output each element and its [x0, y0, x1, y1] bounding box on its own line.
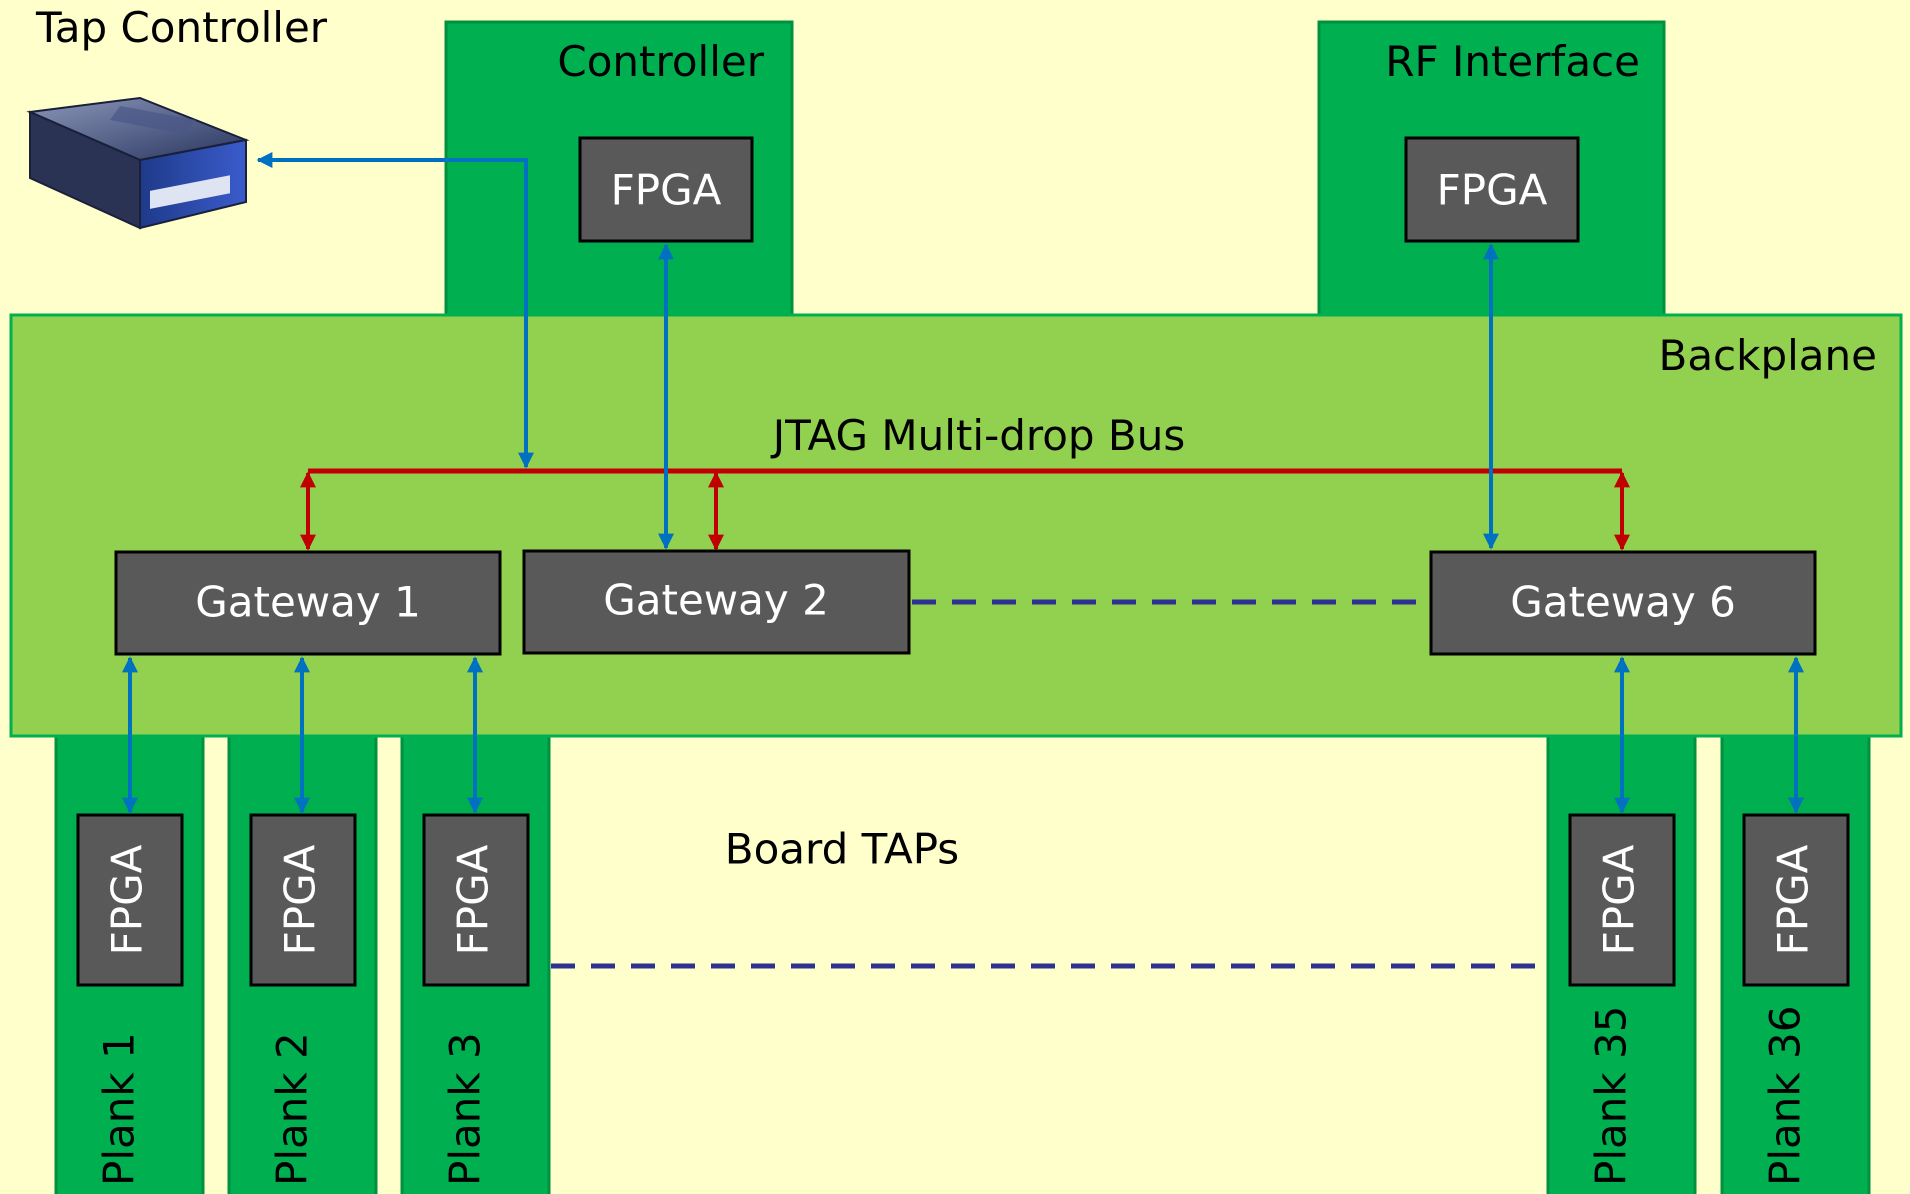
plank-1-fpga-chip [76, 813, 184, 987]
gateway-1-label: Gateway 1 [195, 578, 421, 627]
tap-controller-device-icon [26, 96, 250, 230]
plank-35-fpga-label: FPGA [1595, 844, 1644, 955]
controller-fpga-label: FPGA [611, 166, 722, 215]
controller-label: Controller [557, 37, 764, 86]
rf-interface-fpga-label: FPGA [1437, 166, 1548, 215]
plank-3-fpga-label: FPGA [449, 844, 498, 955]
plank-3-fpga-chip [422, 813, 530, 987]
gateway-2-label: Gateway 2 [603, 576, 829, 625]
plank-2-fpga-label: FPGA [276, 844, 325, 955]
plank-2-fpga-chip [249, 813, 357, 987]
plank-1-fpga-label: FPGA [103, 844, 152, 955]
controller-fpga-chip [578, 136, 754, 243]
plank-1-label: Plank 1 [95, 1032, 144, 1186]
jtag-bus-label: JTAG Multi-drop Bus [770, 411, 1186, 460]
gateway-6-label: Gateway 6 [1510, 578, 1736, 627]
plank-2-label: Plank 2 [268, 1032, 317, 1186]
plank-36-fpga-chip [1742, 813, 1850, 987]
backplane-board [9, 313, 1903, 738]
gateway-6-box [1429, 550, 1817, 656]
plank-35-fpga-chip [1568, 813, 1676, 987]
backplane-label: Backplane [1659, 331, 1878, 380]
plank-36-fpga-label: FPGA [1769, 844, 1818, 955]
board-taps-label: Board TAPs [725, 825, 959, 874]
rf-interface-label: RF Interface [1385, 37, 1640, 86]
plank-3-label: Plank 3 [441, 1032, 490, 1186]
rf-interface-fpga-chip [1404, 136, 1580, 243]
gateway-1-box [114, 550, 502, 656]
tap-controller-label: Tap Controller [35, 3, 328, 52]
tap-controller-link [256, 152, 528, 466]
plank-35-label: Plank 35 [1587, 1006, 1636, 1186]
gateway-2-box [522, 549, 911, 655]
plank-36-label: Plank 36 [1761, 1006, 1810, 1186]
